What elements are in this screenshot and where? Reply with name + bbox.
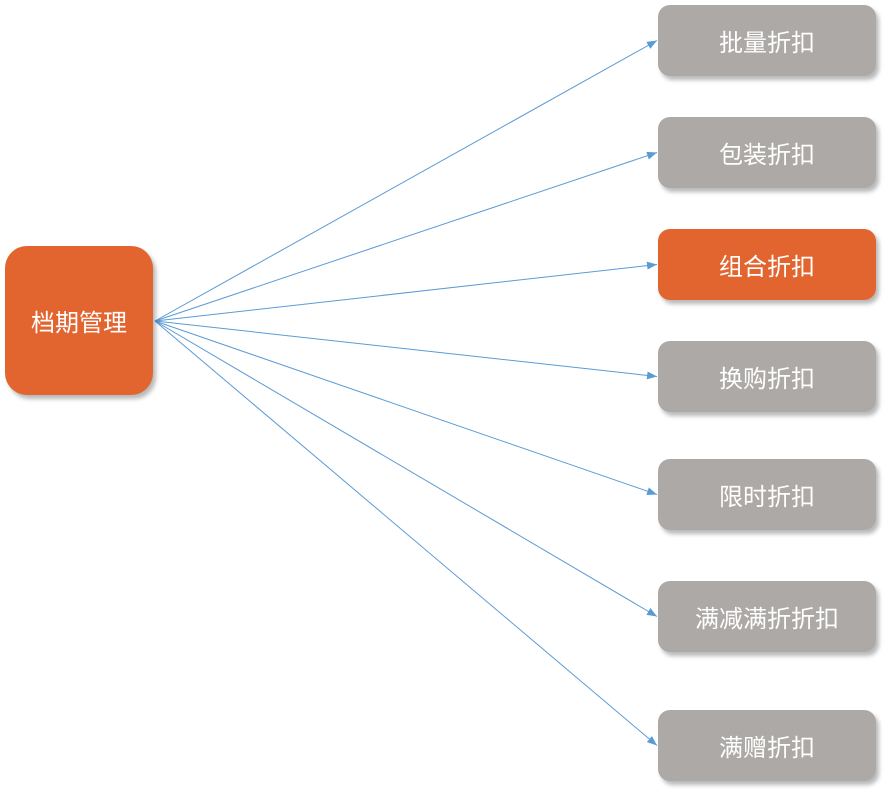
root-node-label: 档期管理 [31,309,127,337]
leaf-node-package-discount[interactable]: 包装折扣 [658,117,876,188]
leaf-label: 组合折扣 [719,253,815,281]
arrow-edge [154,40,658,322]
leaf-label: 限时折扣 [719,483,815,511]
leaf-label: 满减满折折扣 [695,605,839,633]
leaf-label: 满赠折扣 [719,734,815,762]
arrow-edge [154,320,658,380]
leaf-node-limited-time-discount[interactable]: 限时折扣 [658,459,876,530]
leaf-node-combo-discount[interactable]: 组合折扣 [658,229,876,300]
leaf-label: 包装折扣 [719,141,815,169]
leaf-node-gift-discount[interactable]: 满赠折扣 [658,710,876,781]
root-node-schedule-management[interactable]: 档期管理 [5,246,153,395]
leaf-node-spend-reduce-discount[interactable]: 满减满折折扣 [658,581,876,652]
arrow-edge [154,320,658,496]
leaf-node-bulk-discount[interactable]: 批量折扣 [658,5,876,76]
leaf-label: 换购折扣 [719,365,815,393]
leaf-label: 批量折扣 [719,29,815,57]
leaf-node-exchange-discount[interactable]: 换购折扣 [658,341,876,412]
arrow-edge [154,261,658,322]
arrow-edge [154,320,658,617]
arrow-edge [154,320,658,746]
arrow-edge [154,151,658,322]
